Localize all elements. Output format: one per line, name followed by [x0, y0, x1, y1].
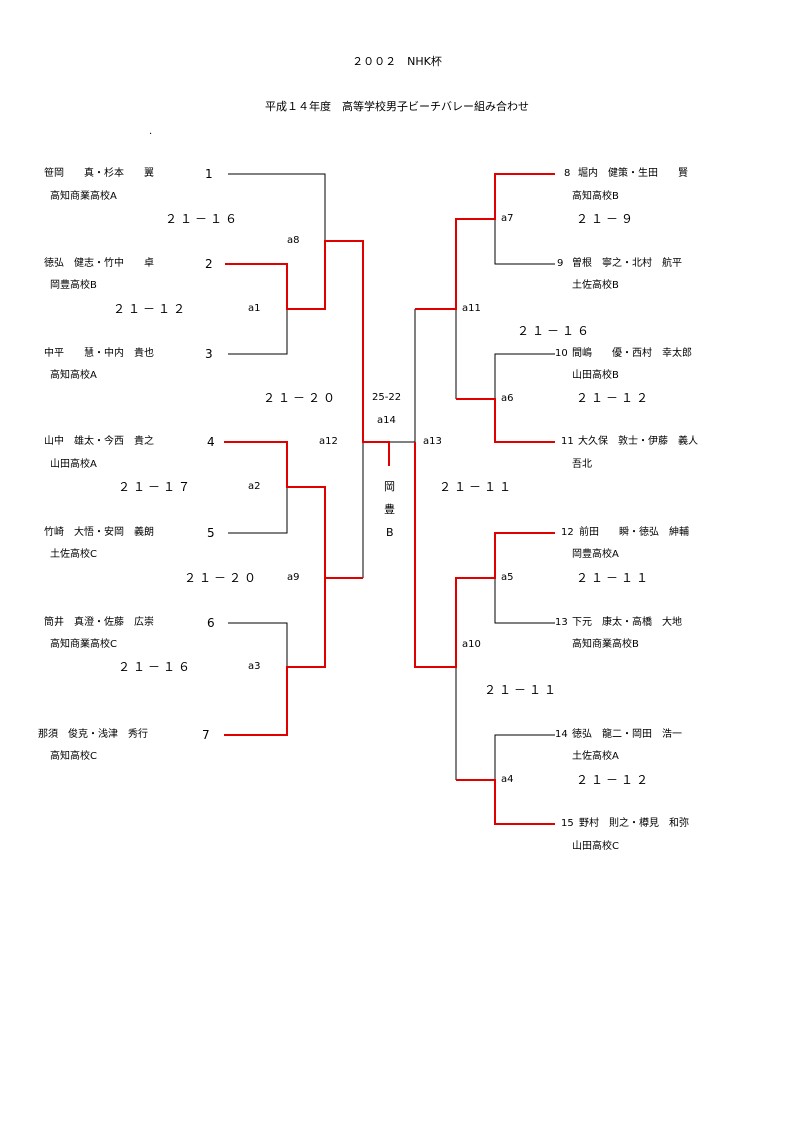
team-players: 山中 雄太・今西 貴之 — [44, 436, 154, 447]
match-label-a10: a10 — [462, 639, 481, 650]
match-label-a8: a8 — [287, 235, 300, 246]
team-seed: 12 — [561, 527, 574, 538]
team-players: 徳弘 健志・竹中 卓 — [44, 258, 154, 269]
match-score-a8: ２１－１６ — [165, 212, 241, 226]
match-label-a7: a7 — [501, 213, 514, 224]
team-school: 高知高校A — [50, 370, 97, 381]
loser-lines — [228, 173, 555, 780]
winner-lines — [224, 173, 555, 825]
team-school: 山田高校A — [50, 459, 97, 470]
team-players: 前田 瞬・徳弘 紳輔 — [579, 527, 689, 538]
team-players: 筒井 真澄・佐藤 広崇 — [44, 617, 154, 628]
match-score-a3: ２１－１６ — [118, 660, 194, 674]
match-label-a9: a9 — [287, 572, 300, 583]
team-school: 山田高校B — [572, 370, 619, 381]
match-score-a14: 25-22 — [372, 392, 402, 403]
team-seed: 2 — [205, 257, 213, 271]
match-label-a2: a2 — [248, 481, 261, 492]
team-players: 野村 則之・樽見 和弥 — [579, 818, 689, 829]
match-label-a12: a12 — [319, 436, 338, 447]
champion-char: B — [386, 526, 394, 539]
match-label-a13: a13 — [423, 436, 442, 447]
team-school: 高知商業高校C — [50, 639, 117, 650]
team-players: 那須 俊克・浅津 秀行 — [38, 729, 148, 740]
team-school: 高知商業高校A — [50, 191, 117, 202]
match-score-a7: ２１－９ — [576, 212, 637, 226]
team-seed: 6 — [207, 616, 215, 630]
team-school: 高知高校C — [50, 751, 97, 762]
match-score-a11: ２１－１６ — [517, 324, 593, 338]
champion-char: 岡 — [384, 480, 395, 493]
document-subtitle: 平成１４年度 高等学校男子ビーチバレー組み合わせ — [265, 100, 529, 113]
match-label-a5: a5 — [501, 572, 514, 583]
team-seed: 11 — [561, 436, 574, 447]
match-label-a14: a14 — [377, 415, 396, 426]
match-score-a12: ２１－２０ — [263, 391, 339, 405]
team-seed: 7 — [202, 728, 210, 742]
team-school: 高知高校B — [572, 191, 619, 202]
stray-dot: . — [149, 126, 153, 137]
team-school: 高知商業高校B — [572, 639, 639, 650]
team-players: 下元 康太・高橋 大地 — [572, 617, 682, 628]
match-label-a6: a6 — [501, 393, 514, 404]
match-score-a4: ２１－１２ — [576, 773, 652, 787]
team-players: 笹岡 真・杉本 翼 — [44, 168, 154, 179]
match-score-a6: ２１－１２ — [576, 391, 652, 405]
match-label-a1: a1 — [248, 303, 261, 314]
team-seed: 1 — [205, 167, 213, 181]
team-seed: 10 — [555, 348, 568, 359]
team-school: 土佐高校C — [50, 549, 97, 560]
team-seed: 5 — [207, 526, 215, 540]
match-score-a1: ２１－１２ — [113, 302, 189, 316]
team-players: 堀内 健策・生田 賢 — [578, 168, 688, 179]
match-score-a10: ２１－１１ — [484, 683, 560, 697]
champion-char: 豊 — [384, 503, 395, 516]
team-seed: 15 — [561, 818, 574, 829]
match-score-a2: ２１－１７ — [118, 480, 194, 494]
team-school: 岡豊高校A — [572, 549, 619, 560]
match-label-a4: a4 — [501, 774, 514, 785]
document-title: ２００２ NHK杯 — [352, 55, 442, 68]
match-label-a3: a3 — [248, 661, 261, 672]
team-players: 曽根 寧之・北村 航平 — [572, 258, 682, 269]
team-seed: 9 — [557, 258, 564, 269]
match-label-a11: a11 — [462, 303, 481, 314]
team-school: 岡豊高校B — [50, 280, 97, 291]
team-school: 吾北 — [572, 459, 592, 470]
team-school: 土佐高校B — [572, 280, 619, 291]
team-seed: 13 — [555, 617, 568, 628]
team-players: 中平 慧・中内 貴也 — [44, 348, 154, 359]
team-seed: 14 — [555, 729, 568, 740]
team-school: 土佐高校A — [572, 751, 619, 762]
team-seed: 4 — [207, 435, 215, 449]
team-players: 間嶋 優・西村 幸太郎 — [572, 348, 692, 359]
team-players: 大久保 敦士・伊藤 義人 — [578, 436, 698, 447]
match-score-a9: ２１－２０ — [184, 571, 260, 585]
match-score-a13: ２１－１１ — [439, 480, 515, 494]
match-score-a5: ２１－１１ — [576, 571, 652, 585]
team-players: 竹崎 大悟・安岡 義朗 — [44, 527, 154, 538]
team-seed: 8 — [564, 168, 571, 179]
team-school: 山田高校C — [572, 841, 619, 852]
team-seed: 3 — [205, 347, 213, 361]
team-players: 徳弘 龍二・岡田 浩一 — [572, 729, 682, 740]
